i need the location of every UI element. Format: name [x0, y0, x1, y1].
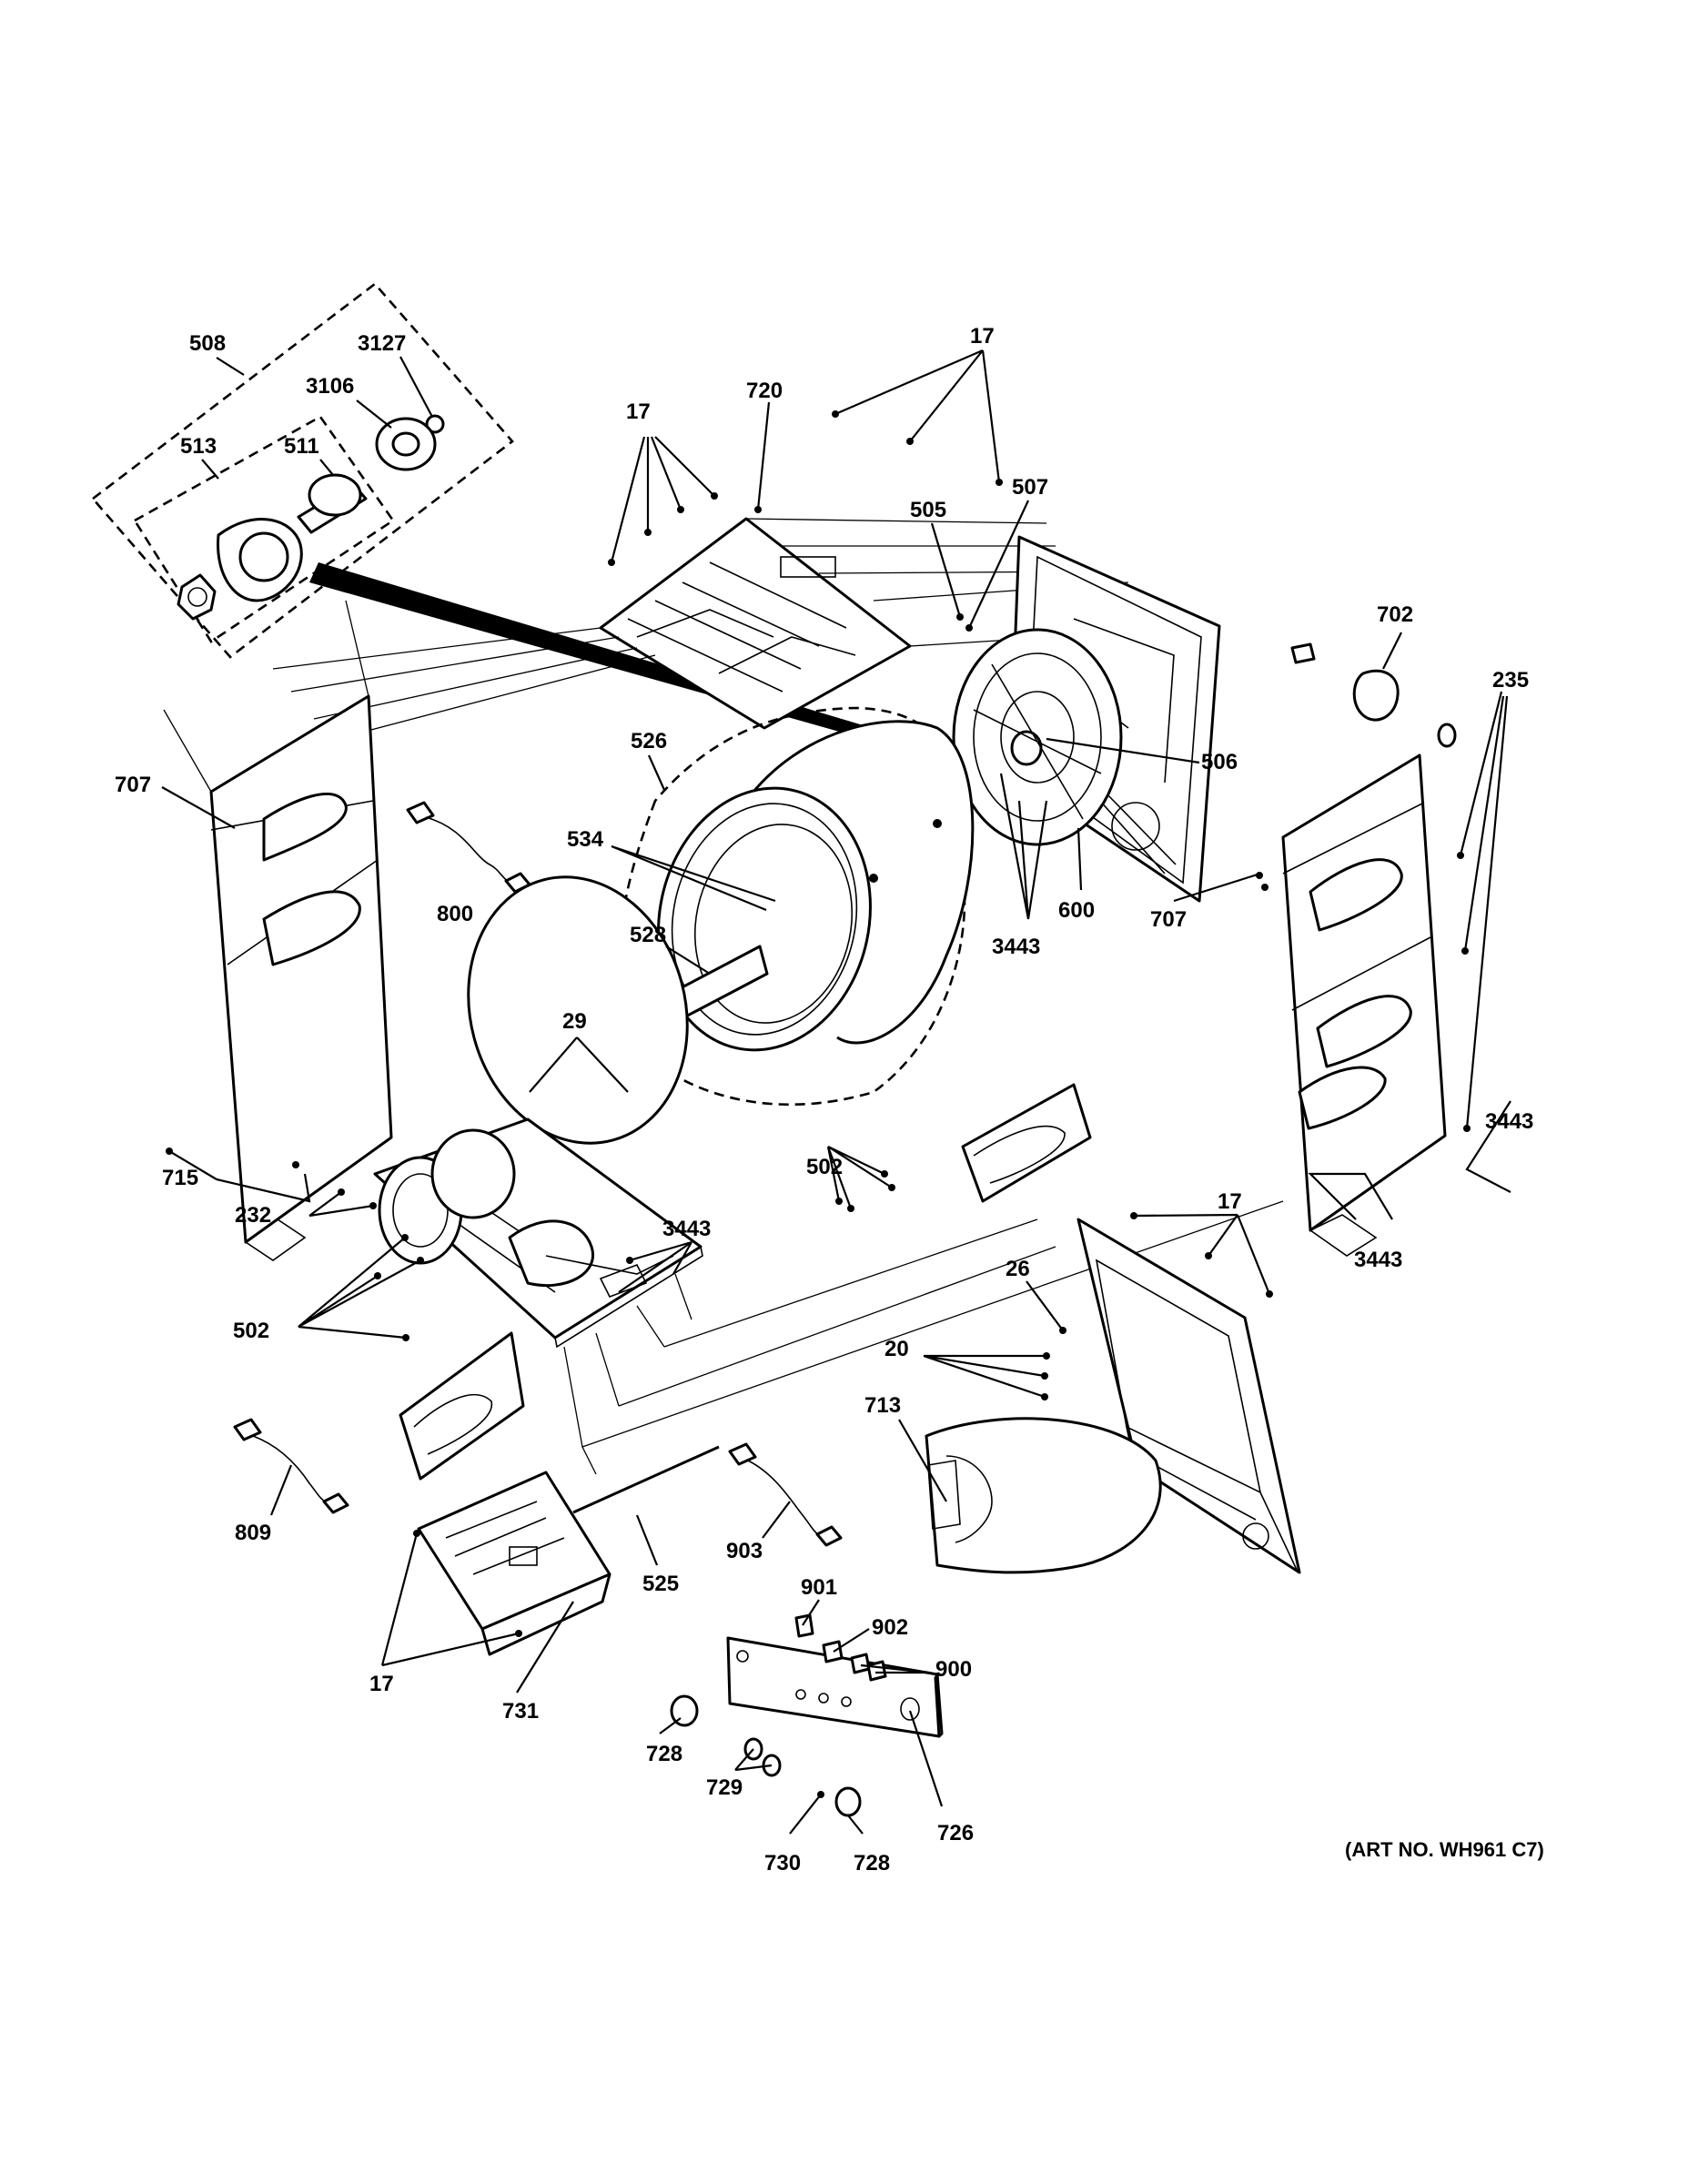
- callout-903: 903: [726, 1539, 763, 1563]
- callout-17-door: 17: [1218, 1189, 1242, 1214]
- callout-labels: 508 3127 3106 513 511 17 17 720 505 507 …: [115, 324, 1544, 1876]
- callout-528: 528: [630, 923, 666, 947]
- callout-731: 731: [502, 1699, 539, 1724]
- callout-505: 505: [910, 498, 946, 522]
- control-switches: [794, 1613, 887, 1682]
- callout-728-left: 728: [646, 1742, 682, 1766]
- callout-800: 800: [437, 902, 473, 926]
- callout-901: 901: [801, 1575, 837, 1600]
- callout-525: 525: [642, 1572, 679, 1596]
- small-fasteners-top-right: [1290, 642, 1457, 748]
- callout-902: 902: [872, 1615, 908, 1640]
- callout-235: 235: [1492, 668, 1529, 693]
- callout-526: 526: [631, 729, 667, 753]
- callout-502-left: 502: [233, 1319, 269, 1343]
- callout-715: 715: [162, 1166, 198, 1190]
- callout-720: 720: [746, 379, 783, 403]
- callout-900: 900: [935, 1657, 972, 1682]
- lint-duct-left: [399, 1331, 525, 1481]
- art-number: (ART NO. WH961 C7): [1345, 1838, 1544, 1861]
- callout-26: 26: [1006, 1257, 1030, 1281]
- base-assembly: [373, 1117, 703, 1349]
- right-side-panel: [1281, 753, 1447, 1257]
- callout-506: 506: [1201, 750, 1238, 774]
- door-713: [925, 1417, 1162, 1574]
- callout-729: 729: [706, 1775, 743, 1800]
- callout-17-top-right: 17: [970, 324, 995, 349]
- callout-707-right: 707: [1150, 907, 1187, 932]
- callout-600: 600: [1058, 898, 1095, 923]
- lint-duct-right: [961, 1083, 1092, 1203]
- wire-harness-800: [406, 801, 531, 894]
- rear-bulkhead: [952, 628, 1123, 846]
- control-board-731: [417, 1471, 612, 1656]
- callout-511: 511: [284, 434, 319, 459]
- wire-harness-903: [728, 1442, 843, 1547]
- callout-3443-right: 3443: [1485, 1109, 1533, 1134]
- callout-534: 534: [567, 827, 604, 852]
- callout-707-left: 707: [115, 773, 151, 797]
- callout-17-bottom: 17: [369, 1672, 394, 1696]
- callout-3443-base: 3443: [662, 1217, 711, 1241]
- callout-17-top-left: 17: [626, 399, 651, 424]
- callout-809: 809: [235, 1521, 271, 1545]
- callout-3443-panel: 3443: [1354, 1248, 1402, 1272]
- callout-232: 232: [235, 1203, 271, 1228]
- callout-3443-mid: 3443: [992, 935, 1040, 959]
- callout-728-right: 728: [854, 1851, 890, 1876]
- base-reference-lines: [563, 1200, 1284, 1475]
- bearing-kit-outline: [91, 282, 514, 659]
- bearing-kit-parts: [177, 414, 445, 621]
- callout-730: 730: [764, 1851, 801, 1876]
- bearing-shaft-leader: [309, 562, 957, 764]
- callout-502-mid: 502: [806, 1155, 843, 1179]
- callout-726: 726: [937, 1821, 974, 1845]
- callout-3106: 3106: [306, 374, 354, 399]
- callout-508: 508: [189, 331, 226, 356]
- left-side-panel: [209, 694, 393, 1261]
- left-panel-reference-lines: [163, 600, 369, 793]
- callout-513: 513: [180, 434, 217, 459]
- callout-3127: 3127: [358, 331, 406, 356]
- top-panel: [599, 517, 912, 730]
- drum-seal-felt: [467, 875, 689, 1145]
- callout-507: 507: [1012, 475, 1048, 500]
- leader-lines: [161, 349, 1511, 1835]
- callout-702: 702: [1377, 602, 1413, 627]
- wire-harness-809: [233, 1418, 349, 1514]
- rod-525: [572, 1445, 720, 1514]
- front-panel: [1076, 1218, 1301, 1574]
- callout-713: 713: [864, 1393, 901, 1418]
- callout-20: 20: [884, 1337, 909, 1361]
- callout-29: 29: [562, 1009, 587, 1034]
